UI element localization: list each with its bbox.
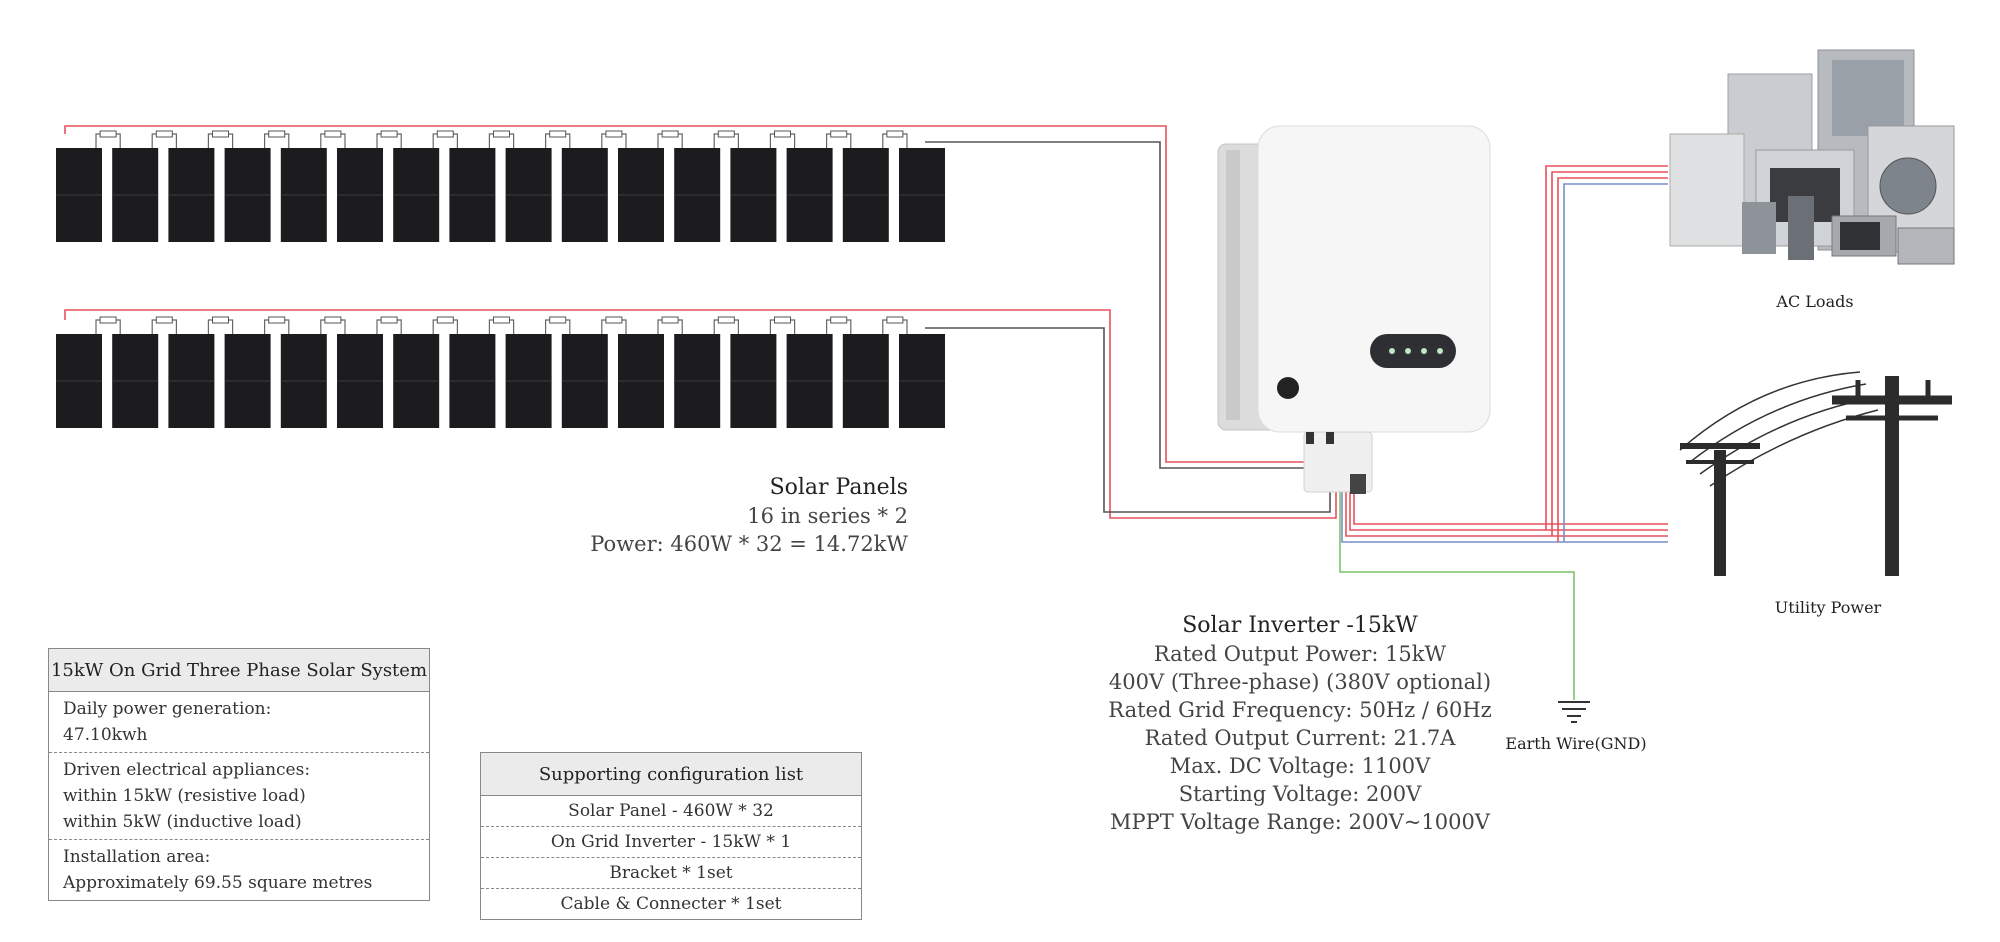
mc4-connector [268,316,286,324]
utility-pole-icon [1679,371,1952,576]
mc4-connector [493,130,510,138]
system-summary-table: 15kW On Grid Three Phase Solar System Da… [48,648,430,901]
utility-power-label: Utility Power [1774,598,1882,617]
mc4-connector [155,130,173,138]
mc4-connector [549,130,567,138]
daily-generation-value: 47.10kwh [63,725,148,745]
table-row: Daily power generation: 47.10kwh [48,691,430,753]
solar-panels-title: Solar Panels [769,475,908,500]
appliances-inductive: within 5kW (inductive load) [63,812,302,832]
daily-generation-label: Daily power generation: [63,699,272,719]
mc4-connector [212,130,229,138]
mc4-connector [830,130,848,138]
table-row: Solar Panel - 460W * 32 [480,795,862,827]
solar-panel-row-1 [56,130,945,242]
appliances-label: Driven electrical appliances: [63,760,311,780]
config-item: Cable & Connecter * 1set [480,888,862,920]
mc4-connector [155,316,173,324]
config-item: Bracket * 1set [480,857,862,889]
inverter-title: Solar Inverter -15kW [1182,613,1418,638]
mc4-connector [605,130,623,138]
solar-panel-row-2 [56,316,945,428]
mc4-connector [661,130,679,138]
ground-symbol [1558,701,1590,723]
mc4-connector [717,130,735,138]
system-table-title: 15kW On Grid Three Phase Solar System [48,648,430,692]
mc4-connector [493,316,510,324]
solar-panels-power: Power: 460W * 32 = 14.72kW [590,532,908,556]
mc4-connector [99,130,117,138]
mc4-connector [605,316,623,324]
mc4-connector [212,316,229,324]
config-table-title: Supporting configuration list [480,752,862,796]
installation-area-value: Approximately 69.55 square metres [63,873,373,893]
config-item: Solar Panel - 460W * 32 [480,795,862,827]
solar-panels-series: 16 in series * 2 [747,504,908,528]
mc4-connector [380,130,398,138]
mc4-connector [661,316,679,324]
inverter-spec: MPPT Voltage Range: 200V~1000V [1110,810,1490,834]
table-row: Cable & Connecter * 1set [480,888,862,920]
solar-panels-label: Solar Panels 16 in series * 2 Power: 460… [590,474,908,558]
inverter-label: Solar Inverter -15kW Rated Output Power:… [1100,612,1500,836]
mc4-connector [774,130,791,138]
configuration-list-table: Supporting configuration list Solar Pane… [480,752,862,920]
table-row: On Grid Inverter - 15kW * 1 [480,826,862,858]
mc4-connector [886,316,904,324]
inverter-spec: Rated Output Current: 21.7A [1144,726,1456,750]
earth-wire-label: Earth Wire(GND) [1505,734,1647,753]
installation-area-label: Installation area: [63,847,211,867]
mc4-connector [549,316,567,324]
table-row: Bracket * 1set [480,857,862,889]
table-row: Installation area: Approximately 69.55 s… [48,839,430,901]
ac-loads-appliances-icon [1669,49,1955,265]
mc4-connector [268,130,286,138]
mc4-connector [774,316,791,324]
ac-loads-label: AC Loads [1776,292,1854,311]
inverter-icon [1217,125,1491,494]
mc4-connector [436,130,454,138]
ac-loads-wiring [1545,165,1668,542]
config-item: On Grid Inverter - 15kW * 1 [480,826,862,858]
mc4-connector [324,130,342,138]
mc4-connector [886,130,904,138]
mc4-connector [380,316,398,324]
mc4-connector [324,316,342,324]
ground-wire [1339,432,1575,700]
inverter-spec: Rated Output Power: 15kW [1153,642,1447,666]
table-row: Driven electrical appliances: within 15k… [48,752,430,840]
ac-output-wiring [1341,432,1668,543]
mc4-connector [717,316,735,324]
mc4-connector [99,316,117,324]
inverter-spec: 400V (Three-phase) (380V optional) [1108,670,1492,694]
mc4-connector [436,316,454,324]
inverter-spec: Rated Grid Frequency: 50Hz / 60Hz [1108,698,1492,722]
mc4-connector [830,316,848,324]
inverter-spec: Max. DC Voltage: 1100V [1169,754,1431,778]
inverter-spec: Starting Voltage: 200V [1178,782,1422,806]
appliances-resistive: within 15kW (resistive load) [63,786,306,806]
